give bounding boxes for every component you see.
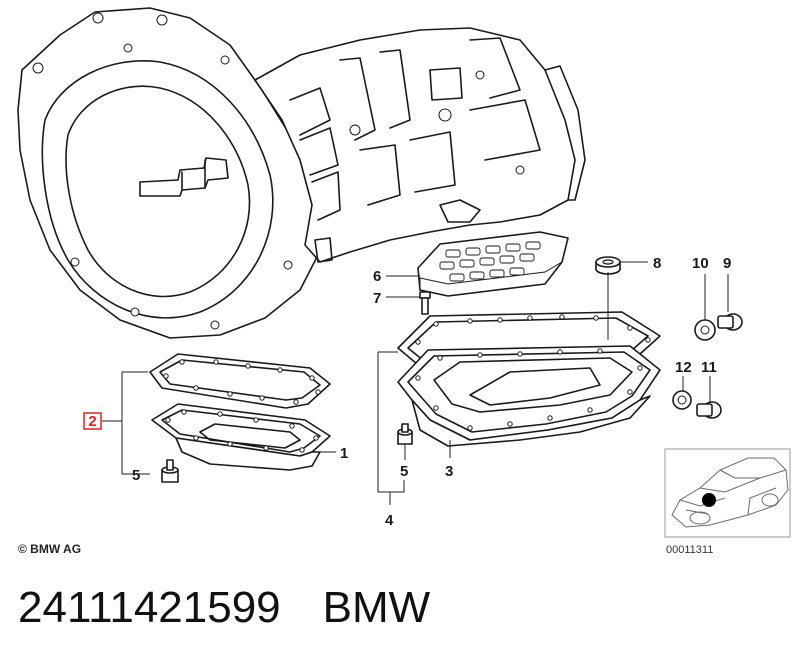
filter-screen — [417, 231, 569, 297]
callout-5-small[interactable]: 5 — [132, 467, 140, 484]
large-oil-pan — [397, 345, 661, 447]
callout-3[interactable]: 3 — [445, 463, 453, 480]
callout-1[interactable]: 1 — [340, 445, 348, 462]
washer-10 — [694, 319, 716, 341]
brand-name: BMW — [322, 583, 431, 632]
callout-6[interactable]: 6 — [373, 268, 381, 285]
callout-9[interactable]: 9 — [723, 255, 731, 272]
diagram-id: 00011311 — [666, 544, 713, 556]
location-marker-icon — [702, 493, 716, 507]
washer-12 — [672, 390, 692, 410]
small-gasket — [149, 353, 331, 409]
pan-screw-large — [397, 423, 413, 445]
pan-screw-small — [161, 459, 179, 483]
callout-7[interactable]: 7 — [373, 290, 381, 307]
car-silhouette-icon — [671, 457, 789, 528]
locator-inset: 00011311 — [664, 448, 791, 556]
callout-2-highlight-box — [83, 412, 102, 430]
transmission-housing — [17, 7, 586, 339]
callout-11[interactable]: 11 — [701, 359, 717, 376]
plug — [595, 256, 621, 275]
filter-screw — [419, 291, 431, 315]
callout-8[interactable]: 8 — [653, 255, 661, 272]
callout-10[interactable]: 10 — [692, 255, 709, 272]
callout-labels: 2 1 5 5 3 4 6 7 8 10 9 12 11 — [83, 255, 731, 529]
callout-4[interactable]: 4 — [385, 512, 394, 529]
callout-5-large[interactable]: 5 — [400, 463, 408, 480]
screw-9 — [717, 313, 743, 331]
part-caption: 24111421599 BMW — [18, 583, 430, 643]
small-oil-pan — [151, 403, 331, 471]
callout-2[interactable]: 2 — [88, 413, 96, 430]
leader-lines — [102, 261, 729, 505]
part-number: 24111421599 — [18, 583, 281, 632]
screw-11 — [696, 401, 722, 419]
callout-12[interactable]: 12 — [675, 359, 692, 376]
copyright-notice: © BMW AG — [18, 542, 81, 556]
